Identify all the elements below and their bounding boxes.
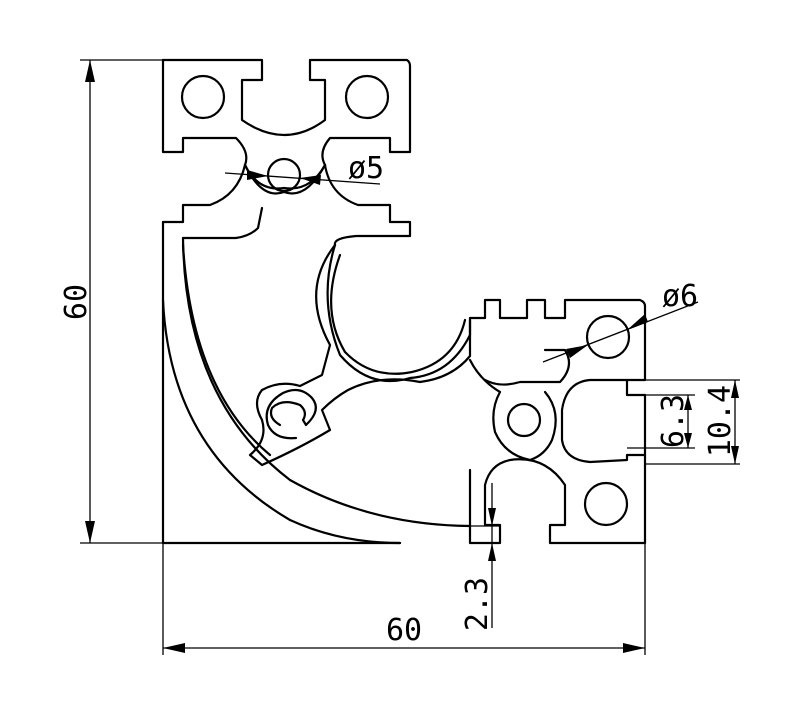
dim-bore-small-label: ø5 bbox=[348, 151, 384, 186]
arrow-bore-large-left bbox=[566, 345, 588, 358]
central-arc bbox=[248, 243, 472, 467]
inner-chamber-outer bbox=[181, 206, 264, 240]
dim-height-label: 60 bbox=[59, 284, 94, 320]
arrow-height-top bbox=[85, 60, 95, 82]
dim-wall-label: 2.3 bbox=[460, 577, 495, 631]
right-module-inner-slot bbox=[483, 348, 571, 386]
arrow-wall-top bbox=[488, 508, 496, 526]
top-module-outline bbox=[161, 58, 412, 247]
profile-outline bbox=[161, 58, 647, 545]
dim-slot-outer-label: 10.4 bbox=[703, 385, 738, 457]
hole-top-right bbox=[344, 74, 390, 120]
arrow-slot-inner-bottom bbox=[684, 433, 692, 448]
inner-chamber-arc bbox=[181, 236, 472, 528]
arrow-wall-bottom bbox=[488, 543, 496, 561]
dimensions: 60 60 ø5 ø6 6.3 10.4 bbox=[59, 59, 740, 655]
hole-center-right bbox=[506, 402, 542, 438]
center-hook bbox=[265, 388, 317, 440]
right-module-mid-2 bbox=[528, 390, 557, 462]
right-module-mid bbox=[468, 358, 532, 462]
hole-top-left bbox=[180, 74, 226, 120]
arrow-bore-large-right bbox=[627, 314, 648, 330]
arrow-height-bottom bbox=[85, 521, 95, 543]
outer-arc bbox=[161, 298, 402, 545]
hole-right-top bbox=[585, 314, 631, 360]
arrow-slot-outer-top bbox=[731, 380, 739, 398]
central-arc-hollow bbox=[330, 253, 467, 375]
hole-right-bottom bbox=[583, 481, 629, 527]
inner-chamber-arc-2 bbox=[181, 243, 272, 457]
right-module-outline bbox=[510, 298, 647, 464]
central-arc-inner bbox=[326, 243, 514, 383]
arrow-bore-small-right bbox=[300, 175, 321, 185]
top-module-left-edge bbox=[161, 58, 248, 224]
dim-width-label: 60 bbox=[386, 613, 422, 648]
arrow-width-right bbox=[623, 643, 645, 653]
dim-slot-inner-label: 6.3 bbox=[656, 394, 691, 448]
arrow-bore-small-left bbox=[247, 170, 268, 180]
arrow-width-left bbox=[163, 643, 185, 653]
arrow-slot-outer-bottom bbox=[731, 446, 739, 464]
holes bbox=[180, 74, 631, 527]
hole-top-center bbox=[266, 157, 302, 193]
arrow-slot-inner-top bbox=[684, 395, 692, 410]
right-module-lower bbox=[468, 453, 647, 545]
dim-bore-large-label: ø6 bbox=[662, 279, 698, 314]
